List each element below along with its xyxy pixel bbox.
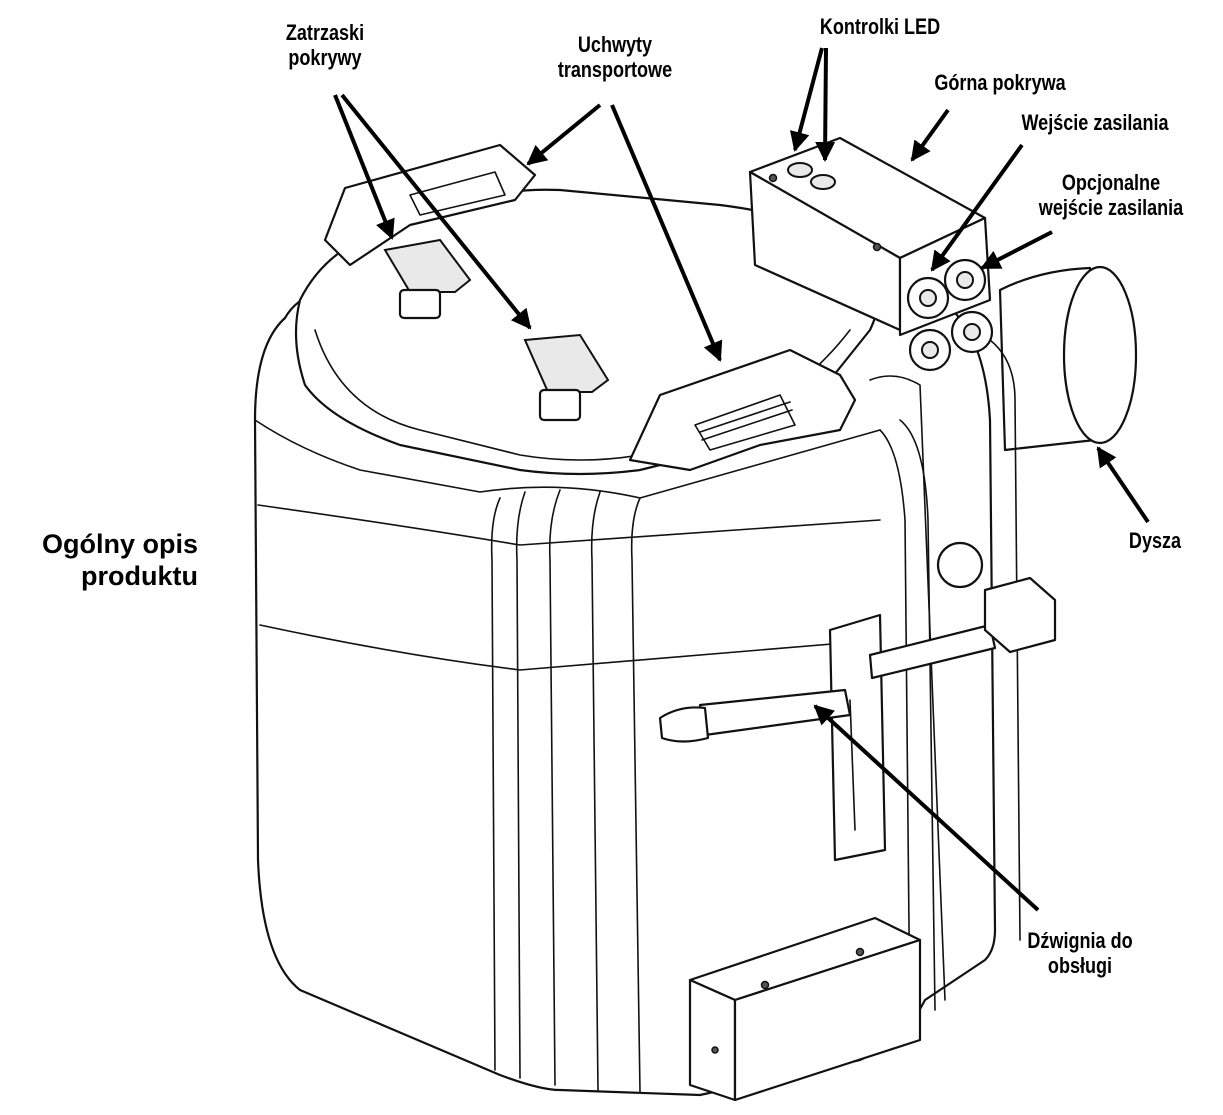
transport-handle-front bbox=[628, 348, 857, 472]
arrow-top-cover bbox=[910, 108, 950, 162]
arrow-optional-power-input bbox=[980, 230, 1053, 270]
arrow-handle-back bbox=[526, 103, 602, 166]
arrow-latch-left bbox=[333, 94, 395, 240]
led-control-box bbox=[748, 136, 992, 337]
arrow-handle-front bbox=[610, 104, 723, 362]
callout-arrows bbox=[333, 47, 1150, 912]
operating-lever bbox=[658, 576, 1057, 862]
arrow-nozzle bbox=[1096, 446, 1150, 524]
label-top-cover: Górna pokrywa bbox=[934, 70, 1066, 95]
cable-glands bbox=[906, 258, 994, 372]
bottom-junction-box bbox=[688, 916, 922, 1102]
arrow-lever bbox=[813, 704, 1040, 912]
label-operating-lever: Dźwignia do obsługi bbox=[1027, 928, 1133, 979]
nozzle bbox=[998, 265, 1138, 452]
page-title: Ogólny opis produktu bbox=[41, 529, 198, 592]
label-power-input: Wejście zasilania bbox=[1021, 110, 1169, 135]
arrow-led-left bbox=[789, 47, 824, 152]
label-led-indicators: Kontrolki LED bbox=[819, 14, 941, 39]
lid-latch-left bbox=[383, 238, 472, 320]
side-column bbox=[869, 339, 1021, 1001]
arrow-power-input bbox=[930, 143, 1024, 272]
arrow-latch-right bbox=[340, 93, 532, 330]
label-optional-power-input: Opcjonalne wejście zasilania bbox=[1038, 170, 1184, 221]
label-transport-handles: Uchwyty transportowe bbox=[557, 32, 673, 83]
arrow-led-right bbox=[815, 47, 836, 162]
lid-latch-right bbox=[523, 333, 610, 422]
label-lid-latches: Zatrzaski pokrywy bbox=[285, 20, 365, 71]
label-nozzle: Dysza bbox=[1128, 528, 1182, 553]
